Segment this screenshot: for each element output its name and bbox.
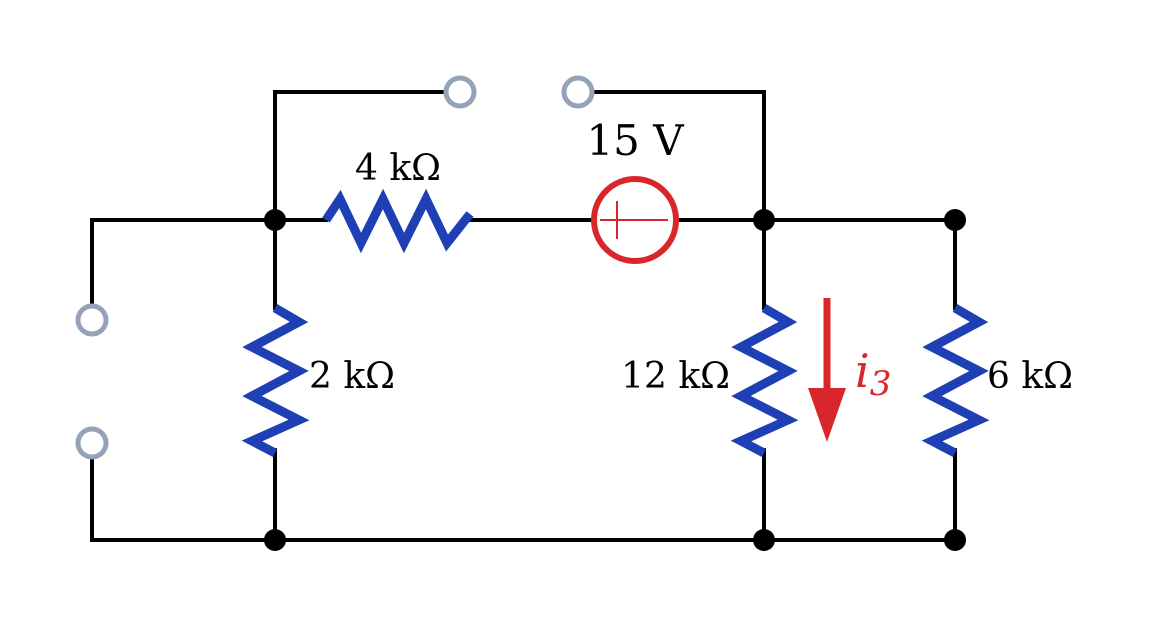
resistor-12k: [730, 304, 799, 457]
resistor-label-12k: 12 kΩ: [621, 356, 730, 397]
resistor-label-2k: 2 kΩ: [309, 356, 395, 397]
current-arrow-i3: [808, 298, 846, 442]
resistor-6k: [921, 304, 990, 457]
junction-node: [944, 529, 966, 551]
terminal-top-left: [443, 75, 477, 109]
current-label: i3: [855, 344, 891, 404]
voltage-source: [591, 176, 679, 264]
junction-node: [753, 209, 775, 231]
labels: 4 kΩ 2 kΩ 12 kΩ 6 kΩ 15 V i3: [309, 116, 1073, 404]
resistors: [241, 188, 990, 457]
terminal-top-right: [561, 75, 595, 109]
resistor-4k: [322, 188, 474, 254]
current-arrow-head: [808, 388, 846, 442]
junction-node: [944, 209, 966, 231]
open-terminals: [75, 75, 595, 460]
resistor-label-4k: 4 kΩ: [355, 148, 441, 189]
terminal-left-lower: [75, 426, 109, 460]
current-subscript: 3: [870, 364, 892, 404]
junction-node: [264, 209, 286, 231]
current-symbol: i: [855, 344, 870, 398]
terminal-left-upper: [75, 303, 109, 337]
junction-node: [264, 529, 286, 551]
resistor-2k: [241, 304, 310, 457]
resistor-label-6k: 6 kΩ: [987, 356, 1073, 397]
junction-nodes: [264, 209, 966, 551]
junction-node: [753, 529, 775, 551]
source-label: 15 V: [586, 116, 684, 165]
